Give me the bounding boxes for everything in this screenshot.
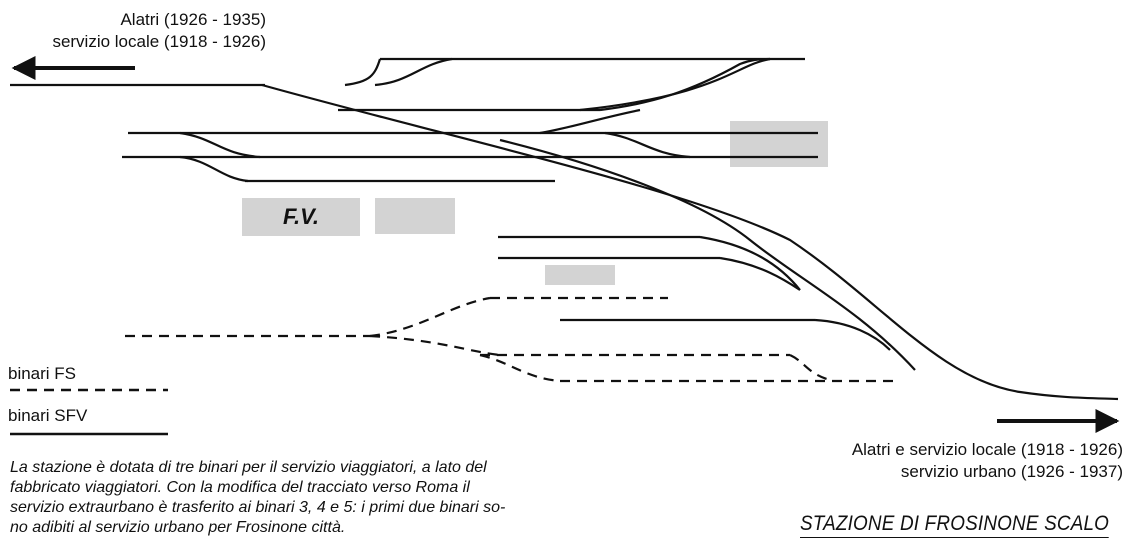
label-alatri-top: Alatri (1926 - 1935) — [120, 10, 266, 29]
label-servizio-urbano-bottom: servizio urbano (1926 - 1937) — [900, 462, 1123, 481]
track-main-diagonal — [261, 83, 1119, 401]
caption-line: fabbricato viaggiatori. Con la modifica … — [10, 479, 470, 496]
caption-line: La stazione è dotata di tre binari per i… — [10, 459, 487, 476]
track-lower-1-curve — [699, 235, 801, 291]
caption: La stazione è dotata di tre binari per i… — [10, 458, 670, 538]
track-curve-top-left — [344, 58, 382, 87]
legend-sfv-label: binari SFV — [8, 406, 88, 425]
fs-curve-middle-down — [789, 354, 831, 382]
track-branch-diagonal — [499, 138, 916, 371]
track-curve-row2-to-row3 — [539, 108, 641, 135]
track-row2-right-curve — [599, 57, 771, 112]
building-small — [545, 265, 615, 285]
label-servizio-locale-top: servizio locale (1918 - 1926) — [52, 32, 266, 51]
track-lower-2-curve — [719, 256, 801, 291]
fs-curve-down — [369, 334, 501, 357]
track-curve-p1-to-p2-right — [604, 131, 691, 159]
caption-line: servizio extraurbano è trasferito ai bin… — [10, 499, 506, 516]
sfv-tracks — [10, 57, 1119, 401]
legend-fs-label: binari FS — [8, 364, 77, 383]
caption-line: no adibiti al servizio urbano per Frosin… — [10, 519, 346, 536]
track-lower-3-curve — [814, 318, 891, 351]
station-building-label: F.V. — [283, 204, 319, 229]
diagram-title: STAZIONE DI FROSINONE SCALO — [800, 512, 1110, 538]
buildings — [242, 121, 828, 285]
track-curve-top-right — [579, 57, 771, 112]
building-right-top — [730, 121, 828, 167]
track-curve-p1-to-p2-left — [179, 131, 261, 159]
building-fv-annex — [375, 198, 455, 234]
track-curve-p2-to-p3 — [179, 155, 249, 183]
building-fv — [242, 198, 360, 236]
track-curve-left-upper — [374, 57, 453, 87]
fs-curve-up — [369, 296, 491, 338]
fs-tracks — [125, 296, 895, 383]
fs-curve-lower — [479, 353, 561, 383]
label-alatri-bottom: Alatri e servizio locale (1918 - 1926) — [851, 440, 1123, 459]
